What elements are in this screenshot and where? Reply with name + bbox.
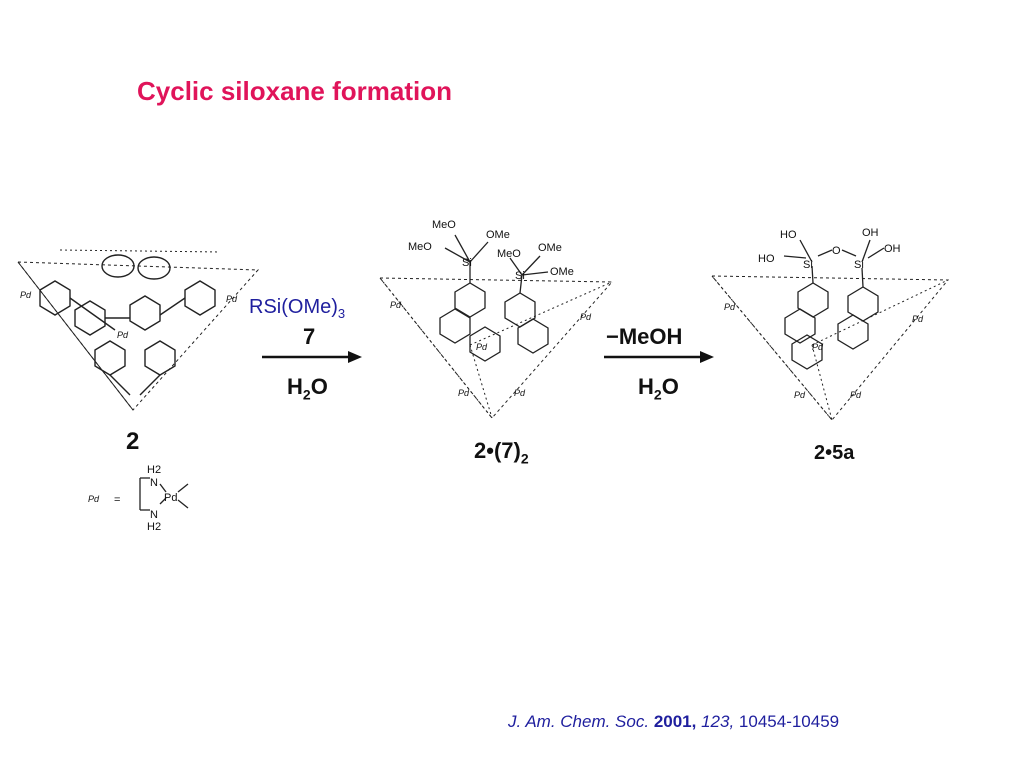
pd-label: Pd	[476, 342, 488, 352]
compound-label-intermediate: 2•(7)2	[474, 438, 529, 467]
legend-h2-bottom: H2	[147, 521, 161, 533]
o-bridge-label: O	[832, 245, 841, 257]
pd-label: Pd	[912, 314, 924, 324]
reaction-arrow-2	[604, 351, 714, 363]
pd-legend-structure	[139, 477, 189, 511]
pd-label: Pd	[724, 302, 736, 312]
pd-label: Pd	[812, 342, 824, 352]
legend-pd-italic: Pd	[88, 494, 100, 504]
legend-equals: =	[114, 494, 120, 506]
arrow1-bottom-label: H2O	[287, 374, 328, 403]
product-structure	[710, 239, 950, 421]
arrow2-top-label: −MeOH	[606, 324, 683, 349]
si-label: Si	[854, 259, 864, 271]
pd-label: Pd	[850, 390, 862, 400]
oh-label: OH	[884, 243, 901, 255]
si-label: Si	[515, 270, 525, 282]
legend-n-top: N	[150, 477, 158, 489]
ho-label: HO	[780, 229, 797, 241]
compound-label-product: 2•5a	[814, 442, 855, 464]
pd-label: Pd	[514, 388, 526, 398]
pd-label: Pd	[580, 312, 592, 322]
pd-label: Pd	[458, 388, 470, 398]
arrow1-top-label: 7	[303, 324, 316, 349]
legend-pd-metal: Pd	[164, 492, 177, 504]
cage-pd-label: Pd	[226, 294, 238, 304]
oh-label: OH	[862, 227, 879, 239]
reagent-label: RSi(OMe)3	[249, 296, 346, 321]
reaction-arrow-1	[262, 351, 362, 363]
meo-label: MeO	[408, 241, 432, 253]
cage-2-structure	[16, 249, 260, 411]
legend-n-bottom: N	[150, 509, 158, 521]
slide-title: Cyclic siloxane formation	[137, 76, 452, 106]
cage-pd-label: Pd	[20, 290, 32, 300]
cage-pd-label: Pd	[117, 330, 129, 340]
compound-label-cage: 2	[126, 428, 140, 455]
ho-label: HO	[758, 253, 775, 265]
meo-label: MeO	[497, 248, 521, 260]
legend-h2-top: H2	[147, 464, 161, 476]
si-label: Si	[803, 259, 813, 271]
pd-label: Pd	[794, 390, 806, 400]
intermediate-structure	[378, 234, 614, 419]
pd-label: Pd	[390, 300, 402, 310]
ome-label: OMe	[486, 229, 510, 241]
si-label: Si	[462, 257, 472, 269]
arrow2-bottom-label: H2O	[638, 374, 679, 403]
ome-label: OMe	[550, 266, 574, 278]
meo-label: MeO	[432, 219, 456, 231]
ome-label: OMe	[538, 242, 562, 254]
citation: J. Am. Chem. Soc. 2001, 123, 10454-10459	[508, 712, 840, 731]
